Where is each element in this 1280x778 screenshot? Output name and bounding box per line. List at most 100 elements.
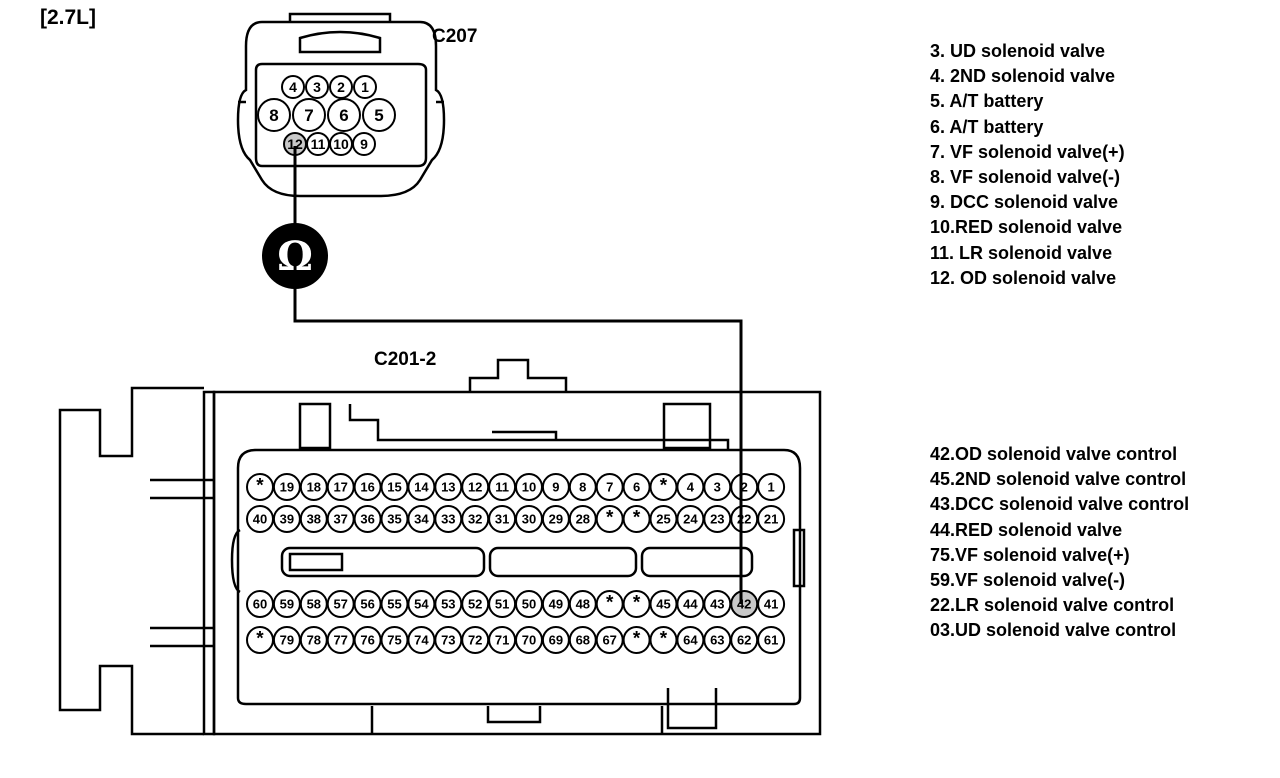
- pin-number: 18: [307, 480, 321, 495]
- pin-6: 6: [327, 98, 361, 132]
- test-lead-wire: [293, 146, 743, 604]
- pin-51: 51: [488, 590, 517, 618]
- pin-36: 36: [353, 505, 382, 533]
- legend-item: 4. 2ND solenoid valve: [930, 66, 1116, 87]
- legend-item: 43.DCC solenoid valve control: [930, 494, 1190, 515]
- c207-label: C207: [432, 26, 478, 47]
- pin-48: 48: [568, 590, 597, 618]
- pin-number: 30: [522, 512, 536, 527]
- pin-1: 1: [757, 473, 786, 501]
- pin-38: 38: [299, 505, 328, 533]
- pin-number: 53: [441, 597, 455, 612]
- legend-item: 03.UD solenoid valve control: [930, 620, 1177, 641]
- pin-68: 68: [568, 626, 597, 654]
- legend-item: 11. LR solenoid valve: [930, 242, 1113, 263]
- pin-78: 78: [299, 626, 328, 654]
- pin-10: 10: [515, 473, 543, 501]
- pin-62: 62: [730, 626, 759, 654]
- pin-number: 17: [333, 480, 347, 495]
- pin-32: 32: [461, 505, 490, 533]
- pin-63: 63: [703, 626, 732, 654]
- pin-number: 58: [307, 597, 321, 612]
- pin-76: 76: [353, 626, 382, 654]
- pin-31: 31: [488, 505, 517, 533]
- pin-number: 59: [280, 597, 294, 612]
- legend-item: 42.OD solenoid valve control: [930, 444, 1178, 464]
- pin-41: 41: [757, 590, 786, 618]
- empty-pin: *: [649, 626, 678, 654]
- legend-item: 44.RED solenoid valve: [930, 519, 1123, 540]
- pin-number: 77: [333, 633, 347, 648]
- engine-tag: [2.7L]: [40, 6, 97, 29]
- pin-number: 1: [361, 79, 369, 95]
- pin-39: 39: [272, 505, 301, 533]
- pin-25: 25: [649, 505, 678, 533]
- pin-number: 5: [374, 106, 383, 125]
- pin-number: 61: [764, 633, 778, 648]
- pin-number: 54: [414, 597, 429, 612]
- pin-number: 11: [311, 136, 326, 152]
- pin-49: 49: [541, 590, 570, 618]
- pin-number: 2: [741, 480, 748, 495]
- pin-61: 61: [757, 626, 786, 654]
- pin-9: 9: [352, 132, 376, 156]
- pin-16: 16: [353, 473, 382, 501]
- pin-67: 67: [595, 626, 624, 654]
- pin-number: 42: [737, 597, 751, 612]
- pin-18: 18: [299, 473, 328, 501]
- pin-60: 60: [246, 590, 274, 618]
- pin-number: 6: [633, 480, 640, 495]
- pin-number: 25: [656, 512, 670, 527]
- pin-number: 22: [737, 512, 751, 527]
- pin-number: 49: [549, 597, 563, 612]
- pin-30: 30: [515, 505, 543, 533]
- ohmmeter-icon: Ω: [262, 223, 328, 289]
- pin-number: 36: [360, 512, 374, 527]
- legend-item: 75.VF solenoid valve(+): [930, 544, 1130, 565]
- pin-number: 69: [549, 633, 563, 648]
- c201-pin-legend: 42.OD solenoid valve control 45.2ND sole…: [930, 442, 1189, 644]
- pin-19: 19: [272, 473, 301, 501]
- pin-74: 74: [407, 626, 436, 654]
- pin-23: 23: [703, 505, 732, 533]
- pin-number: *: [660, 476, 668, 497]
- empty-pin: *: [595, 590, 624, 618]
- pin-number: 4: [687, 480, 695, 495]
- empty-pin: *: [595, 505, 624, 533]
- pin-number: 76: [360, 633, 374, 648]
- pin-number: *: [606, 508, 614, 529]
- pin-number: *: [633, 508, 641, 529]
- empty-pin: *: [622, 626, 651, 654]
- pin-number: 73: [441, 633, 455, 648]
- pin-number: 10: [333, 136, 349, 152]
- pin-number: 8: [269, 106, 278, 125]
- pin-number: 56: [360, 597, 374, 612]
- c201-label: C201-2: [374, 349, 437, 370]
- pin-10: 10: [329, 132, 353, 156]
- pin-12: 12: [461, 473, 490, 501]
- pin-number: 41: [764, 597, 778, 612]
- pin-number: 52: [468, 597, 482, 612]
- pin-number: 50: [522, 597, 536, 612]
- pin-number: 63: [710, 633, 724, 648]
- pin-number: 32: [468, 512, 482, 527]
- pin-number: 70: [522, 633, 536, 648]
- empty-pin: *: [622, 590, 651, 618]
- pin-number: 57: [333, 597, 347, 612]
- pin-40: 40: [246, 505, 274, 533]
- pin-number: 55: [387, 597, 401, 612]
- pin-number: 10: [522, 480, 536, 495]
- pin-28: 28: [568, 505, 597, 533]
- pin-number: 2: [337, 79, 345, 95]
- pin-number: 7: [304, 106, 313, 125]
- pin-1: 1: [353, 75, 377, 99]
- pin-number: 28: [576, 512, 590, 527]
- legend-item: 12. OD solenoid valve: [930, 267, 1117, 288]
- pin-24: 24: [676, 505, 705, 533]
- pin-11: 11: [488, 473, 517, 501]
- pin-59: 59: [272, 590, 301, 618]
- legend-item: 8. VF solenoid valve(-): [930, 167, 1121, 188]
